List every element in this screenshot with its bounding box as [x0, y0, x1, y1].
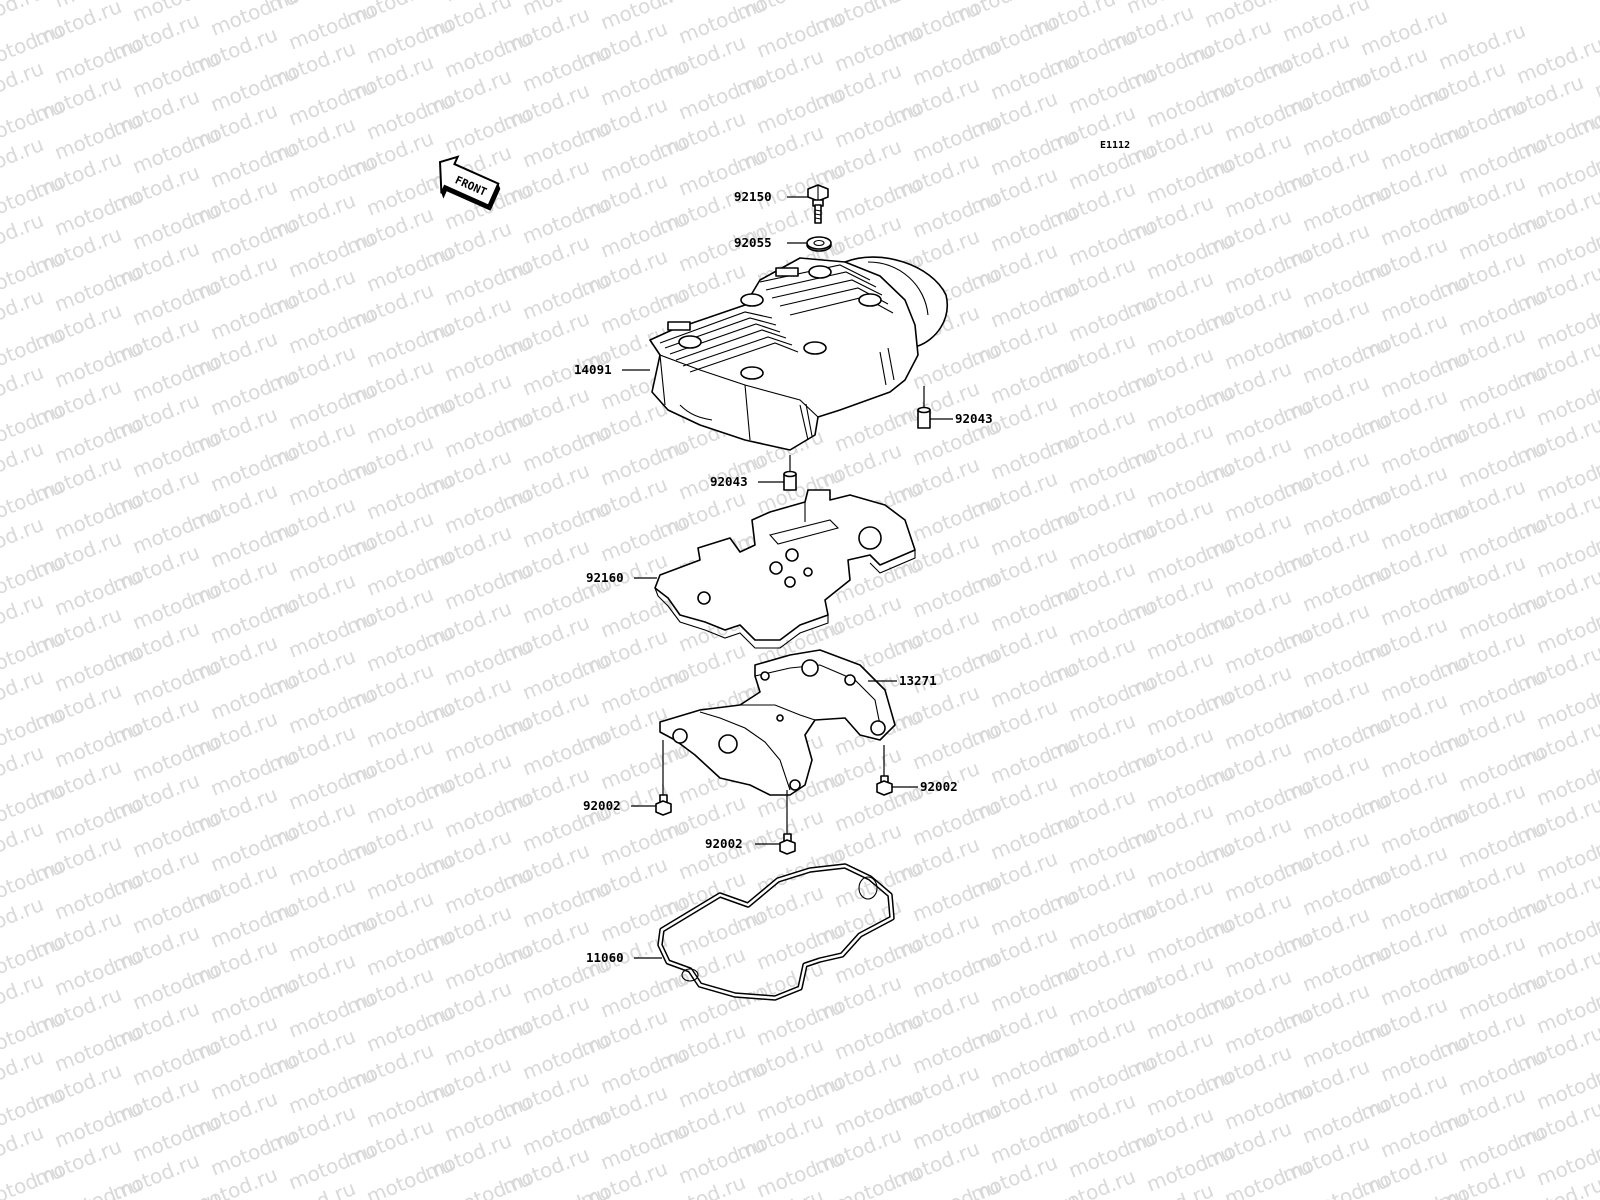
bolt-92002-right-part	[876, 745, 893, 796]
dowel-pin-right-part	[917, 386, 931, 429]
part-label-11060: 11060	[586, 950, 624, 965]
part-label-14091: 14091	[574, 362, 612, 377]
part-label-92160: 92160	[586, 570, 624, 585]
bolt-92002-left-part	[655, 740, 672, 816]
part-label-92002-left: 92002	[583, 798, 621, 813]
washer-92055-part	[806, 236, 832, 252]
cover-seal-11060-part	[657, 863, 895, 1001]
part-label-92002-center: 92002	[705, 836, 743, 851]
part-label-92055: 92055	[734, 235, 772, 250]
part-label-92002-right: 92002	[920, 779, 958, 794]
watermark-text: motod.ru	[0, 1158, 67, 1200]
figure-code: E1112	[1100, 140, 1130, 151]
part-label-13271: 13271	[899, 673, 937, 688]
cylinder-head-cover-part	[649, 256, 948, 451]
baffle-plate-13271-part	[659, 649, 896, 796]
part-label-92043-right: 92043	[955, 411, 993, 426]
gasket-plate-92160-part	[654, 489, 916, 649]
bolt-92002-center-part	[779, 790, 796, 855]
part-label-92150: 92150	[734, 189, 772, 204]
part-label-92043-left: 92043	[710, 474, 748, 489]
front-arrow-icon: FRONT	[438, 155, 501, 211]
